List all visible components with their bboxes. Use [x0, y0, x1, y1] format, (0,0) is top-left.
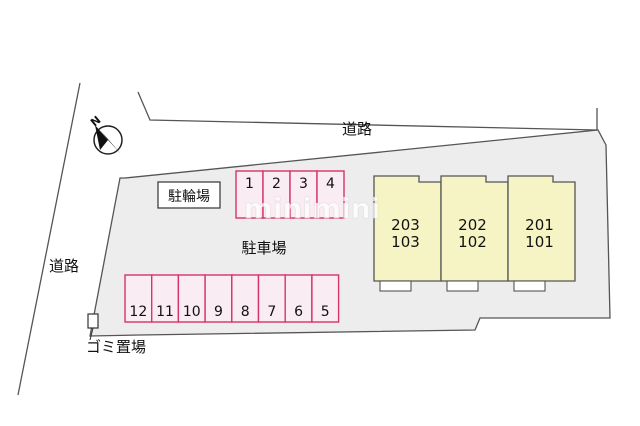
garbage-leader-line: [89, 327, 94, 341]
road-left-boundary: [17, 82, 81, 396]
parking-space-number: 9: [214, 304, 223, 320]
compass-north-label: N: [88, 113, 103, 129]
parking-space-10: [177, 274, 206, 323]
parking-space-9: [204, 274, 233, 323]
unit-upper-number: 203: [391, 216, 420, 234]
parking-space-1: [235, 170, 264, 219]
parking-label: 駐車場: [241, 239, 286, 257]
parking-space-11: [150, 274, 180, 323]
parking-space-number: 4: [326, 176, 335, 192]
parking-space-number: 12: [129, 304, 147, 320]
balcony: [446, 280, 479, 292]
unit-lower-number: 102: [458, 233, 487, 251]
parking-space-number: 11: [156, 304, 174, 320]
compass-icon: N: [88, 113, 123, 155]
unit-upper-number: 202: [458, 216, 487, 234]
unit-lower-number: 103: [391, 233, 420, 251]
parking-space-2: [262, 170, 291, 219]
parking-space-number: 3: [299, 176, 308, 192]
parking-space-12: [124, 274, 153, 323]
parking-space-number: 8: [241, 304, 250, 320]
parking-space-number: 2: [272, 176, 281, 192]
watermark-logo: minimini: [244, 192, 381, 225]
parking-space-number: 10: [183, 304, 201, 320]
road-top-boundary: [137, 91, 598, 131]
unit-upper-number: 201: [525, 216, 554, 234]
balcony: [379, 280, 412, 292]
parking-space-number: 7: [267, 304, 276, 320]
parking-row-top: 1 2 3 4: [235, 170, 345, 219]
road-top-label: 道路: [342, 120, 372, 138]
unit-lower-number: 101: [525, 233, 554, 251]
parking-space-6: [284, 274, 313, 323]
parking-row-bottom: 12 11 10 9 8 7 6 5: [124, 274, 340, 323]
bicycle-parking: [157, 181, 221, 209]
balcony: [513, 280, 546, 292]
parking-space-3: [289, 170, 318, 219]
road-left-label: 道路: [49, 257, 79, 275]
parking-space-7: [257, 274, 286, 323]
bicycle-parking-label: 駐輪場: [168, 188, 210, 205]
garbage-label: ゴミ置場: [86, 338, 146, 356]
parking-space-number: 6: [294, 304, 303, 320]
garbage-area: [87, 313, 99, 329]
parking-space-number: 1: [245, 176, 254, 192]
parking-space-5: [311, 274, 340, 323]
parking-space-4: [316, 170, 345, 219]
parking-space-number: 5: [321, 304, 330, 320]
